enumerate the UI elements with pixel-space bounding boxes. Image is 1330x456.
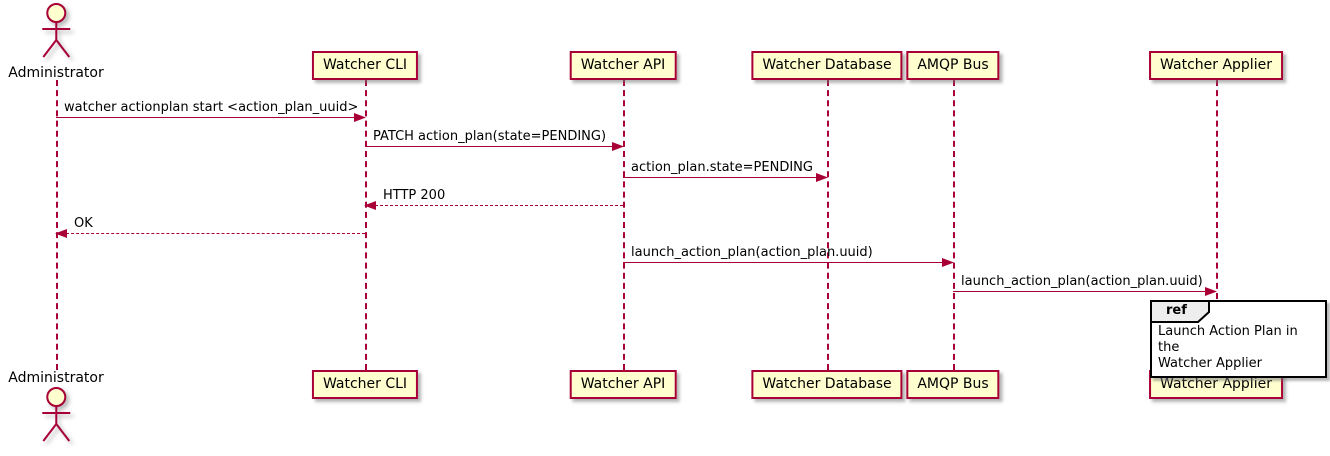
arrowhead-icon bbox=[354, 113, 366, 122]
arrowhead-icon bbox=[816, 173, 828, 182]
arrowhead-icon bbox=[942, 258, 954, 267]
lifeline-watcher-applier bbox=[1216, 80, 1218, 370]
message-label: launch_action_plan(action_plan.uuid) bbox=[631, 245, 873, 260]
message-line bbox=[953, 291, 1216, 292]
ref-text-line: Watcher Applier bbox=[1158, 356, 1262, 371]
message-line bbox=[56, 233, 365, 234]
message-line bbox=[623, 177, 827, 178]
ref-keyword: ref bbox=[1166, 303, 1187, 318]
ref-text-line: Launch Action Plan in the bbox=[1158, 324, 1298, 355]
message-line bbox=[56, 117, 365, 118]
message-label: watcher actionplan start <action_plan_uu… bbox=[64, 100, 359, 115]
participant-watcher-api-bottom: Watcher API bbox=[569, 370, 677, 399]
participant-watcher-cli-bottom: Watcher CLI bbox=[311, 370, 419, 399]
participant-watcher-database-top: Watcher Database bbox=[751, 51, 903, 80]
arrowhead-icon bbox=[364, 201, 376, 210]
message-label: action_plan.state=PENDING bbox=[631, 160, 813, 175]
actor-label: Administrator bbox=[8, 370, 104, 386]
participant-amqp-bus-bottom: AMQP Bus bbox=[906, 370, 1000, 399]
ref-keyword-tab: ref bbox=[1150, 300, 1212, 324]
message-line bbox=[623, 262, 953, 263]
lifeline-amqp-bus bbox=[953, 80, 955, 370]
message-label: PATCH action_plan(state=PENDING) bbox=[373, 129, 607, 144]
arrowhead-icon bbox=[55, 229, 67, 238]
actor-administrator-bottom: Administrator bbox=[8, 370, 104, 450]
lifeline-administrator bbox=[56, 80, 58, 370]
ref-text: Launch Action Plan in the Watcher Applie… bbox=[1152, 323, 1325, 376]
lifeline-watcher-cli bbox=[365, 80, 367, 370]
actor-icon bbox=[33, 3, 79, 66]
participant-watcher-api-top: Watcher API bbox=[569, 51, 677, 80]
ref-fragment: ref Launch Action Plan in the Watcher Ap… bbox=[1150, 300, 1327, 378]
actor-administrator-top: Administrator bbox=[8, 2, 104, 81]
actor-label: Administrator bbox=[8, 65, 104, 81]
participant-amqp-bus-top: AMQP Bus bbox=[906, 51, 1000, 80]
participant-watcher-database-bottom: Watcher Database bbox=[751, 370, 903, 399]
lifeline-watcher-database bbox=[827, 80, 829, 370]
message-line bbox=[365, 205, 623, 206]
actor-icon bbox=[33, 387, 79, 450]
message-label: HTTP 200 bbox=[383, 188, 446, 203]
message-line bbox=[365, 146, 623, 147]
participant-watcher-cli-top: Watcher CLI bbox=[311, 51, 419, 80]
message-label: launch_action_plan(action_plan.uuid) bbox=[961, 274, 1203, 289]
message-label: OK bbox=[74, 216, 93, 231]
arrowhead-icon bbox=[612, 142, 624, 151]
arrowhead-icon bbox=[1205, 287, 1217, 296]
participant-watcher-applier-top: Watcher Applier bbox=[1149, 51, 1283, 80]
lifeline-watcher-api bbox=[623, 80, 625, 370]
ref-tab-shape-icon bbox=[1150, 300, 1210, 323]
